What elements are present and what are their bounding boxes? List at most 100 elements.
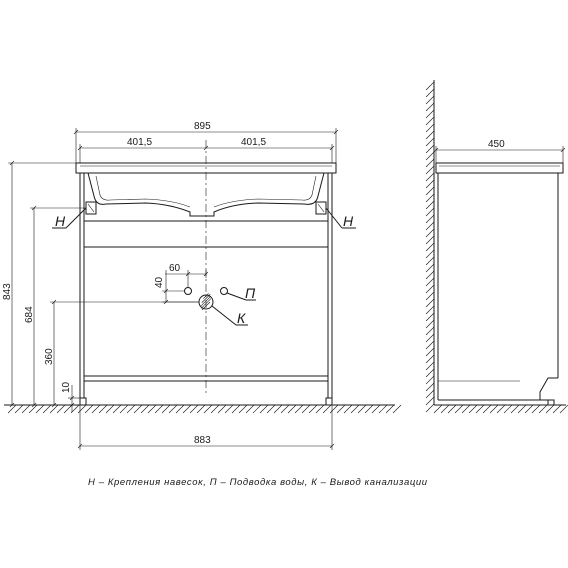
hatch-line — [425, 123, 435, 133]
hatch-line — [425, 354, 435, 364]
hatch-line — [196, 404, 206, 414]
dim-10: 10 — [61, 381, 80, 412]
dim-450: 450 — [433, 139, 566, 163]
hatch-line — [425, 270, 435, 280]
dim-883: 883 — [77, 405, 335, 450]
hatch-line — [433, 404, 443, 414]
hatch-line — [238, 404, 248, 414]
mount-bracket-left: Н — [52, 201, 97, 229]
hatch-line — [425, 368, 435, 378]
hatch-line — [425, 347, 435, 357]
hatch-line — [308, 404, 318, 414]
hatch-line — [524, 404, 534, 414]
hatch-line — [182, 404, 192, 414]
water-supply: П — [184, 285, 256, 301]
hatch-line — [425, 326, 435, 336]
hatch-line — [425, 200, 435, 210]
hatch-line — [425, 207, 435, 217]
hatch-line — [77, 404, 87, 414]
hatch-line — [280, 404, 290, 414]
side-view: 450 — [425, 80, 568, 414]
hatch-line — [538, 404, 548, 414]
hatch-line — [336, 404, 346, 414]
hatch-line — [517, 404, 527, 414]
hatch-line — [425, 305, 435, 315]
hatch-line — [510, 404, 520, 414]
hatch-line — [425, 137, 435, 147]
hatch-line — [119, 404, 129, 414]
hatch-line — [378, 404, 388, 414]
hatch-line — [287, 404, 297, 414]
hatch-line — [21, 404, 31, 414]
dim-895: 895 — [73, 121, 339, 163]
hatch-line — [425, 95, 435, 105]
dim-895-text: 895 — [194, 121, 211, 132]
dim-half-right: 401,5 — [206, 137, 335, 163]
dim-684-text: 684 — [24, 306, 35, 323]
hatch-line — [322, 404, 332, 414]
hatch-line — [425, 403, 435, 413]
hatch-line — [371, 404, 381, 414]
hatch-line — [475, 404, 485, 414]
mount-label-left: Н — [55, 213, 66, 229]
hatch-line — [70, 404, 80, 414]
hatch-line — [425, 277, 435, 287]
hatch-line — [231, 404, 241, 414]
hatch-line — [425, 186, 435, 196]
hatch-line — [252, 404, 262, 414]
hatch-line — [203, 293, 209, 299]
hatch-line — [425, 319, 435, 329]
hatch-line — [210, 404, 220, 414]
hatch-line — [301, 404, 311, 414]
hatch-line — [425, 235, 435, 245]
hatch-line — [425, 221, 435, 231]
hatch-line — [425, 165, 435, 175]
hatch-line — [343, 404, 353, 414]
hatch-line — [425, 256, 435, 266]
dim-60: 60 — [165, 263, 209, 288]
drain-label: К — [237, 310, 246, 326]
hatch-line — [425, 116, 435, 126]
hatch-line — [56, 404, 66, 414]
hatch-line — [7, 404, 17, 414]
hatch-line — [461, 404, 471, 414]
dim-883-text: 883 — [194, 435, 211, 446]
hatch-line — [217, 404, 227, 414]
hatch-line — [425, 396, 435, 406]
hatch-line — [245, 404, 255, 414]
hatch-line — [140, 404, 150, 414]
dim-450-text: 450 — [488, 139, 505, 150]
hatch-line — [112, 404, 122, 414]
hatch-line — [425, 109, 435, 119]
hatch-line — [425, 172, 435, 182]
hatch-line — [425, 151, 435, 161]
hatch-line — [294, 404, 304, 414]
hatch-line — [35, 404, 45, 414]
front-view: Н Н П К — [2, 121, 402, 450]
hatch-line — [315, 404, 325, 414]
hatch-line — [105, 404, 115, 414]
hatch-line — [98, 404, 108, 414]
hatch-line — [425, 312, 435, 322]
hatch-line — [425, 249, 435, 259]
hatch-line — [425, 102, 435, 112]
dim-60-text: 60 — [169, 263, 181, 274]
cabinet-body — [79, 140, 333, 406]
hatch-line — [189, 404, 199, 414]
hatch-line — [482, 404, 492, 414]
dim-half-left: 401,5 — [77, 137, 209, 163]
hatch-line — [468, 404, 478, 414]
hatch-line — [425, 242, 435, 252]
floor-side — [433, 404, 568, 414]
hatch-line — [350, 404, 360, 414]
hatch-line — [201, 294, 211, 303]
hatch-line — [425, 340, 435, 350]
hatch-line — [224, 404, 234, 414]
hatch-line — [84, 404, 94, 414]
dim-half-right-text: 401,5 — [241, 137, 266, 148]
hatch-line — [425, 88, 435, 98]
hatch-line — [329, 404, 339, 414]
dim-843-text: 843 — [2, 283, 13, 300]
hatch-line — [168, 404, 178, 414]
hatch-line — [203, 404, 213, 414]
